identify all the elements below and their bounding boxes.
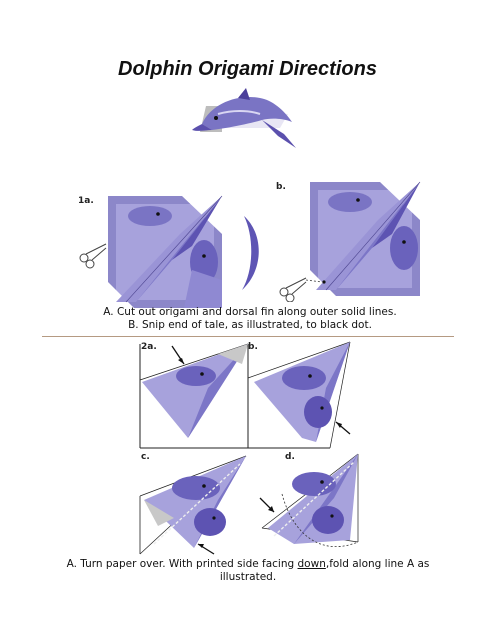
step-1b-diagram [279,181,421,302]
step-label-1a: 1a. [78,196,94,206]
step-2-caption: A. Turn paper over. With printed side fa… [56,558,440,584]
step-label-2b: b. [248,342,258,352]
caption-1-line-1: A. Cut out origami and dorsal fin along … [103,306,397,318]
caption-1-line-2: B. Snip end of tale, as illustrated, to … [128,319,372,331]
step-label-2d: d. [285,452,295,462]
section-divider [42,336,454,337]
caption-2-text-underlined: down [297,558,326,570]
step-label-2a: 2a. [141,342,157,352]
hero-dolphin-illustration [192,88,296,148]
step-label-1b: b. [276,182,286,192]
step-1a-diagram [79,195,259,308]
step-label-2c: c. [141,452,150,462]
step-2b-diagram [247,341,351,449]
step-2d-diagram [259,453,359,547]
step-2a-diagram [139,343,249,449]
scissors-icon [279,277,307,302]
step-1-caption: A. Cut out origami and dorsal fin along … [60,306,440,332]
caption-2-text-pre: A. Turn paper over. With printed side fa… [66,558,298,570]
page-title: Dolphin Origami Directions [118,58,377,80]
caption-2-text-post: ,fold along line A as illustrated. [219,558,430,583]
scissors-icon [79,243,107,269]
step-2c-diagram [139,455,247,555]
